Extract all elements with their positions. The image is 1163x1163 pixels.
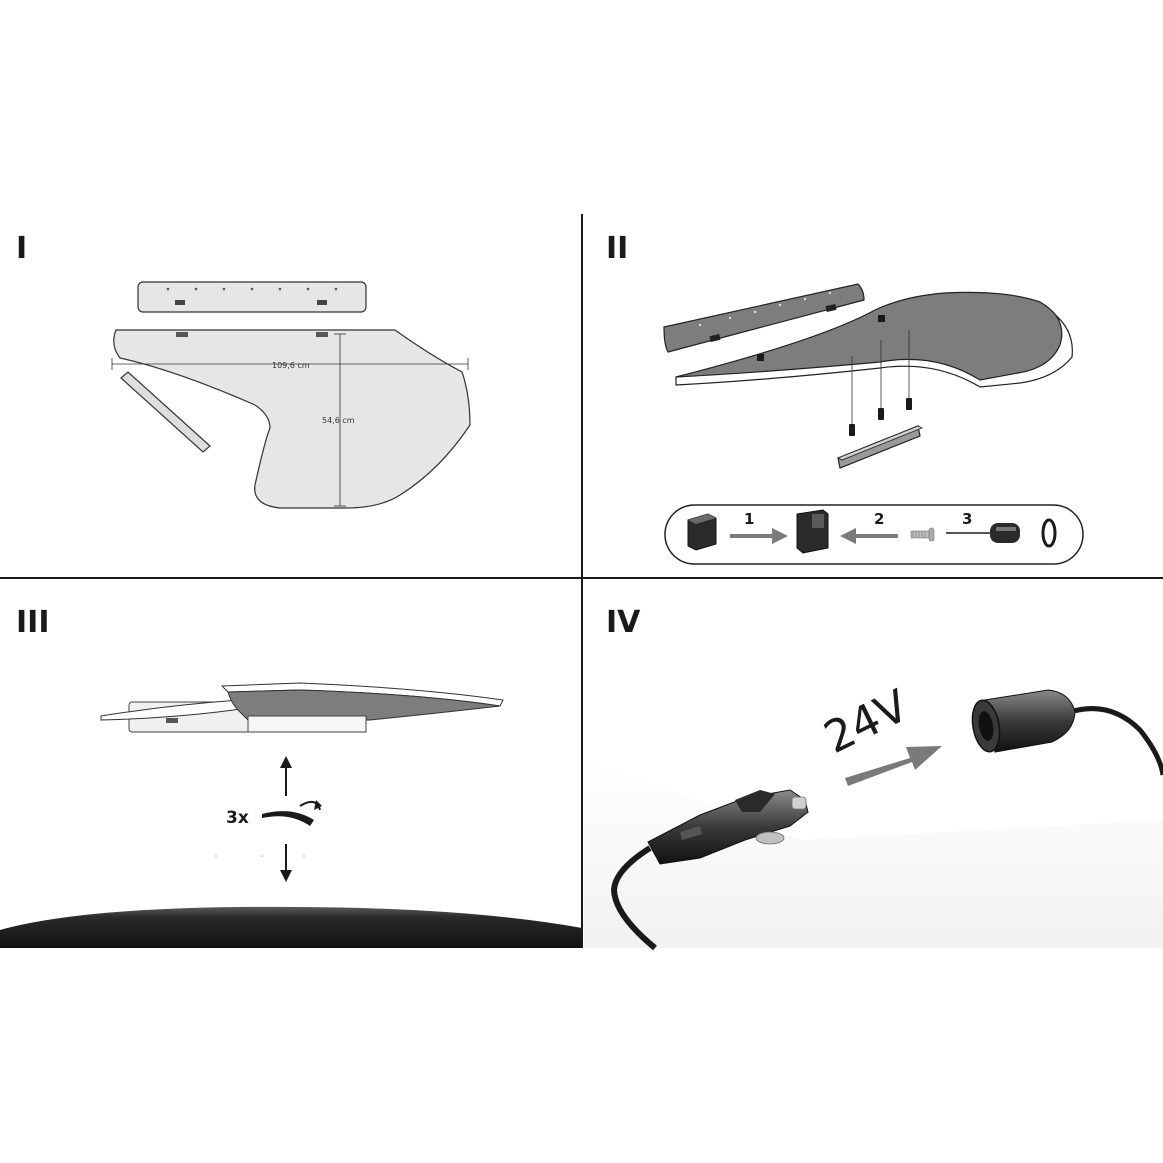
panel-3-number: III <box>16 605 50 640</box>
screw-icon <box>910 527 935 542</box>
direction-arrow <box>845 746 942 786</box>
mounting-rail <box>137 281 367 313</box>
dashboard-surface <box>0 906 582 948</box>
tray-perspective <box>675 291 1063 381</box>
screw-pins <box>849 398 912 436</box>
ring-icon <box>1041 518 1057 548</box>
panel-2-number: II <box>606 231 628 266</box>
arrow-down-icon <box>280 870 292 882</box>
plug-cable <box>610 845 657 951</box>
arrow-left-icon <box>840 528 856 544</box>
rail-screw-holes <box>166 287 338 291</box>
bend-tab-icon <box>262 800 322 826</box>
rail-clip-right <box>317 300 327 305</box>
arrow-up-icon <box>280 756 292 768</box>
voltage-label: 24V <box>816 680 916 764</box>
power-socket <box>971 689 1076 753</box>
panel-1-number: I <box>16 231 27 266</box>
panel-3: III 3x <box>0 605 582 948</box>
screwdriver-icon <box>946 523 1020 543</box>
rail-clip-left <box>175 300 185 305</box>
clip-part-icon <box>687 513 717 551</box>
panel-4: IV 24V <box>584 605 1163 951</box>
panel-grid <box>0 214 1163 948</box>
tray-clip-left <box>176 332 188 337</box>
car-plug <box>647 789 809 865</box>
tray-clip-right <box>316 332 328 337</box>
depth-dimension-label: 54,6 cm <box>322 416 355 425</box>
width-dimension-label: 109,6 cm <box>272 361 310 370</box>
panel-4-number: IV <box>606 605 641 640</box>
guide-lines <box>851 330 910 424</box>
repeat-count-label: 3x <box>226 808 249 828</box>
tray-top-view <box>113 329 471 509</box>
socket-cable <box>1069 706 1163 776</box>
arrow-right-icon <box>772 528 788 544</box>
sequence-step-3-label: 3 <box>962 510 972 528</box>
panel-1: I 109,6 cm 54,6 cm <box>16 231 471 509</box>
sequence-step-1-label: 1 <box>744 510 754 528</box>
mounting-rail-perspective <box>663 283 865 353</box>
tray-side-view <box>227 689 501 721</box>
tray-clips <box>757 315 885 361</box>
adhesive-strip <box>120 371 211 453</box>
panel-2: II <box>606 231 1084 565</box>
clip-mounted-icon <box>796 509 829 554</box>
sequence-step-2-label: 2 <box>874 510 884 528</box>
